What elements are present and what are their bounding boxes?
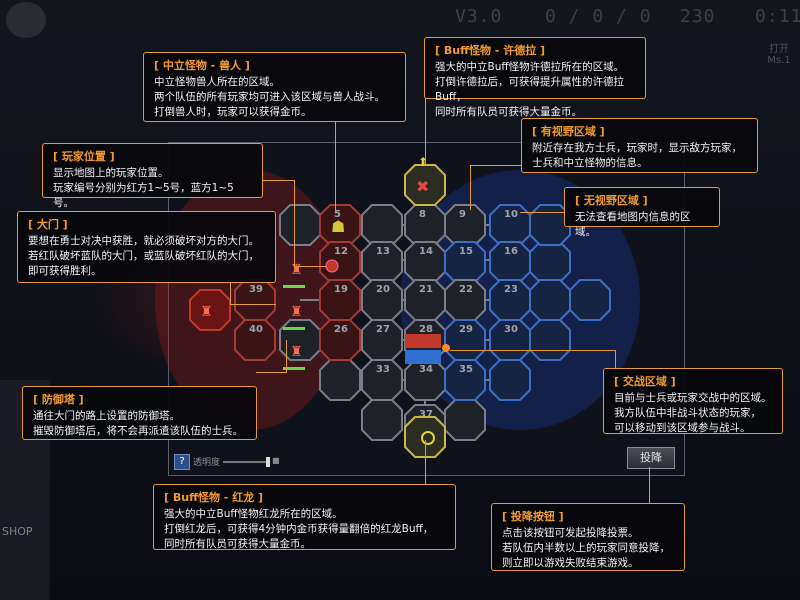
map-tile-27[interactable]: 27 [361, 319, 403, 361]
callout-surrender: [ 投降按钮 ] 点击该按钮可发起投降投票。 若队伍内半数以上的玩家同意投降， … [491, 503, 685, 571]
tile-number: 30 [504, 324, 518, 335]
tile-number: 29 [459, 324, 473, 335]
map-tile-20[interactable]: 20 [361, 279, 403, 321]
map-tile-23[interactable]: 23 [489, 279, 531, 321]
tile-number: 13 [376, 246, 390, 257]
callout-vision-area: [ 有视野区域 ] 附近存在我方士兵，玩家时，显示敌方玩家， 士兵和中立怪物的信… [521, 118, 758, 173]
map-tile [569, 279, 611, 321]
map-tile-10[interactable]: 10 [489, 204, 531, 246]
game-timer: 0:11 [755, 6, 800, 27]
map-tile-22[interactable]: 22 [444, 279, 486, 321]
callout-defense-tower: [ 防御塔 ] 通往大门的路上设置的防御塔。 摧毁防御塔后，将不会再派遣该队伍的… [22, 386, 257, 440]
map-tile [529, 279, 571, 321]
map-tile-34[interactable]: 34 [404, 359, 446, 401]
callout-title: [ 中立怪物 - 兽人 ] [154, 59, 250, 72]
transparency-slider-track[interactable] [223, 461, 269, 463]
map-tile-26[interactable]: 26 [319, 319, 361, 361]
tile-number: 28 [419, 324, 433, 335]
map-tile-40[interactable]: 40 [234, 319, 276, 361]
map-tile-16[interactable]: 16 [489, 241, 531, 283]
map-tile-30[interactable]: 30 [489, 319, 531, 361]
callout-orc: [ 中立怪物 - 兽人 ] 中立怪物兽人所在的区域。 两个队伍的所有玩家均可进入… [143, 52, 406, 122]
tile-number: 16 [504, 246, 518, 257]
tile-number: 12 [334, 246, 348, 257]
tile-number: 9 [459, 209, 466, 220]
map-tile [444, 399, 486, 441]
callout-red-dragon-buff: [ Buff怪物 - 红龙 ] 强大的中立Buff怪物红龙所在的区域。 打倒红龙… [153, 484, 456, 550]
map-tile-19[interactable]: 19 [319, 279, 361, 321]
tile-number: 22 [459, 284, 473, 295]
tile-number: 5 [334, 209, 341, 220]
map-tile-28[interactable]: 28 [404, 319, 446, 361]
right-side-tabs: 打开 Ms.1 [758, 40, 800, 110]
tile-number: 10 [504, 209, 518, 220]
map-tile [489, 359, 531, 401]
shop-label[interactable]: SHOP [2, 525, 33, 538]
help-icon[interactable]: ? [174, 454, 190, 470]
map-tile [279, 204, 321, 246]
tile-number: 20 [376, 284, 390, 295]
map-tile-39[interactable]: 39 [234, 279, 276, 321]
tile-number: 23 [504, 284, 518, 295]
map-tile [361, 399, 403, 441]
surrender-button[interactable]: 投降 [627, 447, 675, 469]
kda-counter: 0 / 0 / 0 [545, 6, 652, 27]
callout-gate: [ 大门 ] 要想在勇士对决中获胜，就必须破坏对方的大门。 若红队破坏蓝队的大门… [17, 211, 276, 283]
map-tile [529, 319, 571, 361]
tile-number: 19 [334, 284, 348, 295]
map-tile-35[interactable]: 35 [444, 359, 486, 401]
map-tile [361, 204, 403, 246]
tile-number: 15 [459, 246, 473, 257]
tile-number: 33 [376, 364, 390, 375]
callout-hydra-buff: [ Buff怪物 - 许德拉 ] 强大的中立Buff怪物许德拉所在的区域。 打倒… [424, 37, 646, 118]
map-tile-13[interactable]: 13 [361, 241, 403, 283]
map-tile-33[interactable]: 33 [361, 359, 403, 401]
map-tile [319, 359, 361, 401]
tile-number: 40 [249, 324, 263, 335]
version-text: V3.0 [455, 6, 503, 27]
game-logo [6, 2, 46, 38]
tile-number: 14 [419, 246, 433, 257]
tile-number: 35 [459, 364, 473, 375]
transparency-slider-handle[interactable] [266, 457, 270, 467]
tile-number: 26 [334, 324, 348, 335]
tile-number: 39 [249, 284, 263, 295]
tile-number: 34 [419, 364, 433, 375]
right-tab-1[interactable]: 打开 [769, 44, 789, 55]
tile-number: 27 [376, 324, 390, 335]
transparency-label: 透明度 [193, 458, 221, 468]
right-tab-2: Ms.1 [767, 55, 791, 66]
gold-counter: 230 [680, 6, 716, 27]
map-tile-5[interactable]: 5 [319, 204, 361, 246]
map-tile-12[interactable]: 12 [319, 241, 361, 283]
tile-number: 8 [419, 209, 426, 220]
map-tile-21[interactable]: 21 [404, 279, 446, 321]
tile-number: 37 [419, 409, 433, 420]
top-hud-bar: V3.0 0 / 0 / 0 230 0:11 [0, 0, 800, 38]
map-tile-15[interactable]: 15 [444, 241, 486, 283]
map-tile-29[interactable]: 29 [444, 319, 486, 361]
callout-player-position: [ 玩家位置 ] 显示地图上的玩家位置。 玩家编号分别为红方1~5号，蓝方1~5… [42, 143, 263, 209]
callout-no-vision: [ 无视野区域 ] 无法查看地图内信息的区域。 [564, 187, 720, 238]
map-tile-8[interactable]: 8 [404, 204, 446, 246]
map-tile [529, 241, 571, 283]
map-tile [279, 319, 321, 361]
map-tile-14[interactable]: 14 [404, 241, 446, 283]
slider-end-marker: ■ [272, 456, 280, 465]
callout-battle-area: [ 交战区域 ] 目前与士兵或玩家交战中的区域。 我方队伍中非战斗状态的玩家， … [603, 368, 783, 434]
map-tile-9[interactable]: 9 [444, 204, 486, 246]
tile-number: 21 [419, 284, 433, 295]
map-tile-37[interactable]: 37 [404, 404, 446, 446]
